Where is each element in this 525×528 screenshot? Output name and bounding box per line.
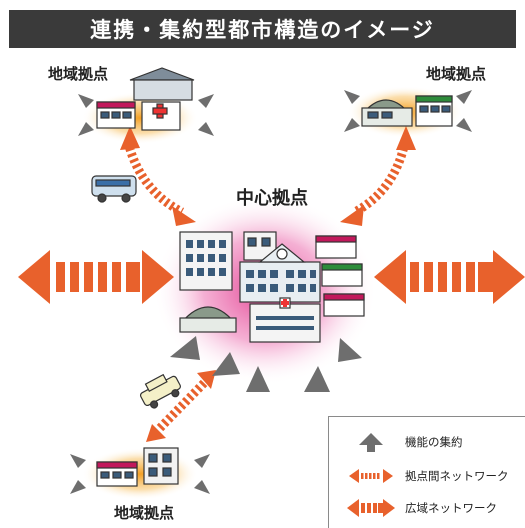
legend-label-hub-network: 拠点間ネットワーク — [405, 469, 509, 483]
legend-item-hub-network: 拠点間ネットワーク — [343, 465, 509, 487]
aggregation-arrows-top-left — [78, 94, 214, 136]
local-hub-buildings-bottom — [96, 447, 179, 487]
legend-item-wide-network: 広域ネットワーク — [343, 497, 497, 519]
label-area-bottom: 地域拠点 — [114, 504, 174, 522]
label-area-top-right: 地域拠点 — [426, 65, 486, 83]
hub-network-arrow-top-right — [340, 126, 416, 226]
local-hub-buildings-top-left — [96, 67, 195, 131]
legend-label-wide-network: 広域ネットワーク — [405, 501, 497, 515]
legend-label-aggregation: 機能の集約 — [405, 435, 463, 449]
page-title: 連携・集約型都市構造のイメージ — [9, 10, 516, 48]
bus-icon — [91, 175, 137, 203]
wide-network-arrow-right — [374, 250, 525, 304]
label-center-hub: 中心拠点 — [236, 187, 308, 209]
legend-item-aggregation: 機能の集約 — [343, 431, 463, 453]
aggregation-arrows-top-right — [344, 90, 472, 132]
bold-double-arrow-icon — [347, 499, 395, 517]
legend: 機能の集約 拠点間ネットワーク 広域ネットワーク — [328, 416, 525, 528]
taxi-icon — [139, 373, 181, 409]
dashed-double-arrow-icon — [349, 469, 393, 483]
wide-network-arrow-left — [18, 250, 174, 304]
hub-network-arrow-top-left — [120, 126, 196, 226]
aggregation-arrows-bottom — [70, 454, 210, 494]
gray-arrow-icon — [359, 433, 383, 452]
aggregation-arrows-center — [170, 336, 362, 392]
hub-network-arrow-bottom — [146, 370, 216, 442]
local-hub-buildings-top-right — [361, 95, 453, 127]
center-hub-buildings — [179, 231, 365, 343]
label-area-top-left: 地域拠点 — [48, 65, 108, 83]
